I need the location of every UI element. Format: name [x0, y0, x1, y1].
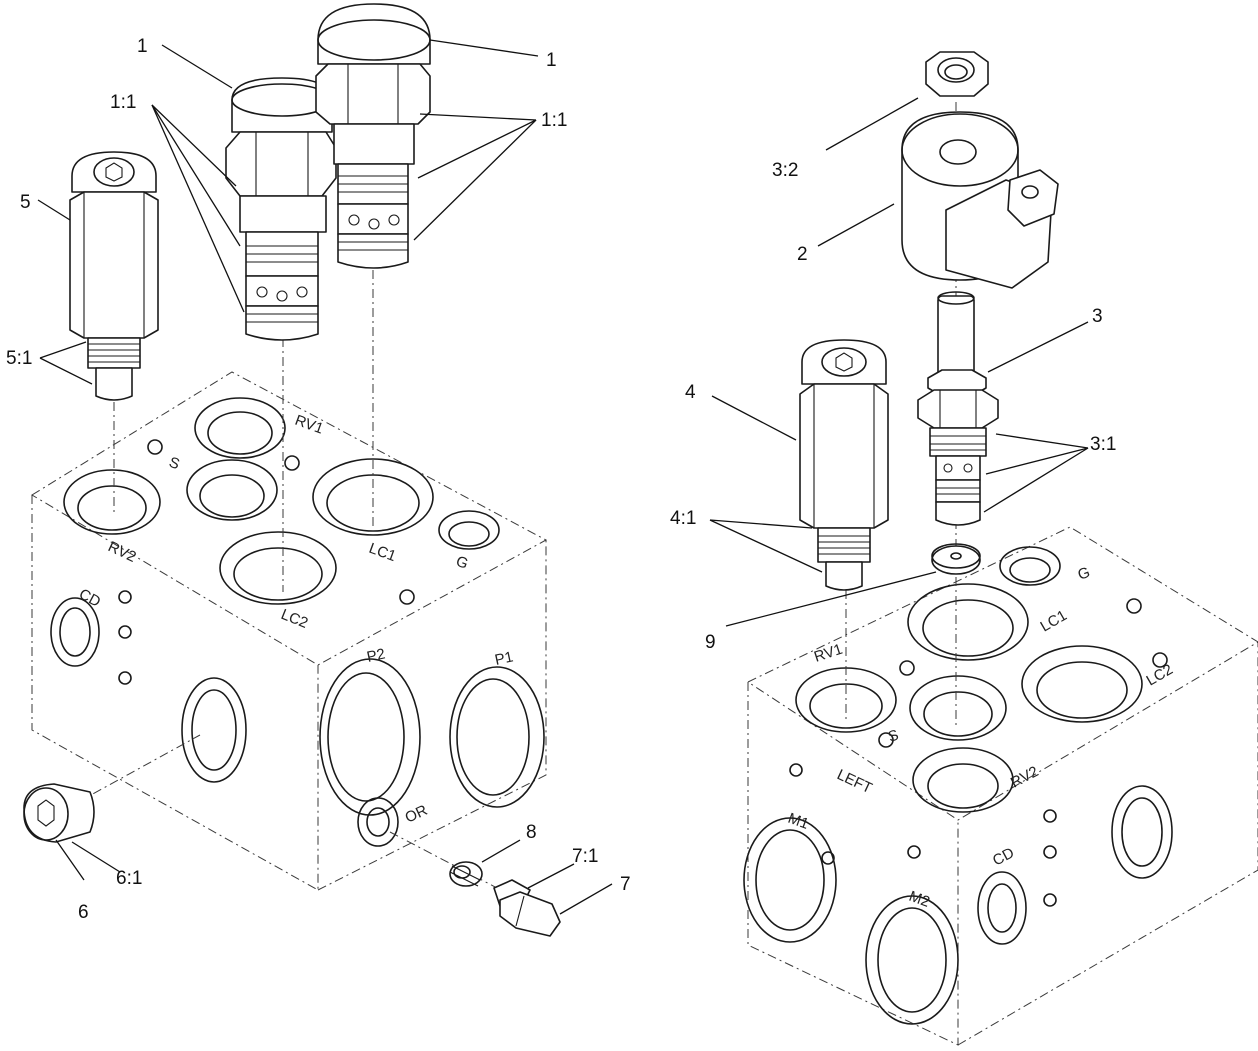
relief-valve-5: [69, 151, 159, 401]
callout-2: 2: [797, 244, 808, 265]
callout-9: 9: [705, 632, 716, 653]
port-rv1: [194, 397, 286, 459]
port-rv2: [63, 469, 161, 535]
port-m2: [865, 895, 959, 1025]
label-port-or: OR: [403, 802, 431, 827]
port-p1: [449, 666, 545, 808]
fitting-7: [493, 879, 561, 937]
port-p2: [319, 658, 421, 816]
label-port-p2: P2: [365, 645, 386, 665]
washer-9: [931, 543, 981, 575]
label-port-p1: P1: [493, 648, 514, 668]
left-manifold-block: RV1 S RV2 LC1 G LC2 CD P2 P1 OR: [31, 371, 548, 891]
callout-3-2: 3:2: [772, 160, 798, 181]
callout-7-1: 7:1: [572, 846, 598, 867]
cartridge-1-right: [315, 3, 431, 269]
label-port-rv2: RV2: [105, 538, 138, 566]
callout-6-1: 6:1: [116, 868, 142, 889]
callouts: 1 1 1:1 1:1 5 5:1 6 6:1 8 7:1 7 3:2 2 3 …: [6, 36, 1116, 923]
port-m1: [743, 817, 837, 943]
label-port-g-right: G: [1076, 564, 1093, 584]
label-port-lc2: LC2: [279, 606, 311, 632]
callout-8: 8: [526, 822, 537, 843]
nut-3-2: [925, 51, 989, 97]
port-cd-right: [977, 871, 1027, 945]
label-port-s: S: [167, 454, 182, 473]
callout-3: 3: [1092, 306, 1103, 327]
label-port-g: G: [454, 553, 471, 573]
callout-4: 4: [685, 382, 696, 403]
label-port-m1: M1: [786, 810, 811, 833]
label-port-rv2-right: RV2: [1008, 763, 1042, 792]
coil-2: [901, 111, 1059, 289]
port-lc2: [219, 531, 337, 605]
callout-1-1a: 1:1: [110, 92, 136, 113]
callout-1a: 1: [137, 36, 148, 57]
label-port-cd-right: CD: [990, 844, 1017, 869]
label-port-lc1-right: LC1: [1038, 607, 1070, 635]
plug-8: [449, 861, 483, 887]
label-port-m2: M2: [907, 888, 932, 911]
callout-1-1b: 1:1: [541, 110, 567, 131]
port-cd: [50, 597, 100, 667]
label-port-rv1: RV1: [293, 412, 326, 438]
label-port-s-right: S: [886, 727, 901, 746]
port-s: [186, 459, 278, 521]
cartridge-1-left: [225, 77, 337, 341]
callout-5-1: 5:1: [6, 348, 32, 369]
port-lc2-right: [1021, 645, 1143, 723]
callout-3-1: 3:1: [1090, 434, 1116, 455]
label-port-left: LEFT: [834, 766, 874, 797]
label-port-rv1-right: RV1: [812, 641, 845, 666]
plug-6: [23, 783, 95, 843]
port-rv2-right: [912, 747, 1014, 813]
label-port-cd: CD: [76, 586, 103, 611]
port-g-right: [999, 546, 1061, 586]
port-g: [438, 510, 500, 550]
solenoid-tube-3: [917, 291, 999, 526]
port-or: [357, 797, 399, 847]
callout-7: 7: [620, 874, 631, 895]
callout-4-1: 4:1: [670, 508, 696, 529]
label-port-lc1: LC1: [367, 540, 399, 565]
right-manifold-block: RV1 S RV2 LC1 LC2 G LEFT M1 M2 CD: [743, 526, 1258, 1046]
relief-valve-4: [799, 339, 889, 591]
port-lc1-right: [907, 583, 1029, 661]
callout-6: 6: [78, 902, 89, 923]
callout-5: 5: [20, 192, 31, 213]
leader-lines: [37, 39, 1089, 915]
label-port-lc2-right: LC2: [1144, 661, 1176, 689]
port-s-right: [909, 675, 1007, 741]
callout-1b: 1: [546, 50, 557, 71]
